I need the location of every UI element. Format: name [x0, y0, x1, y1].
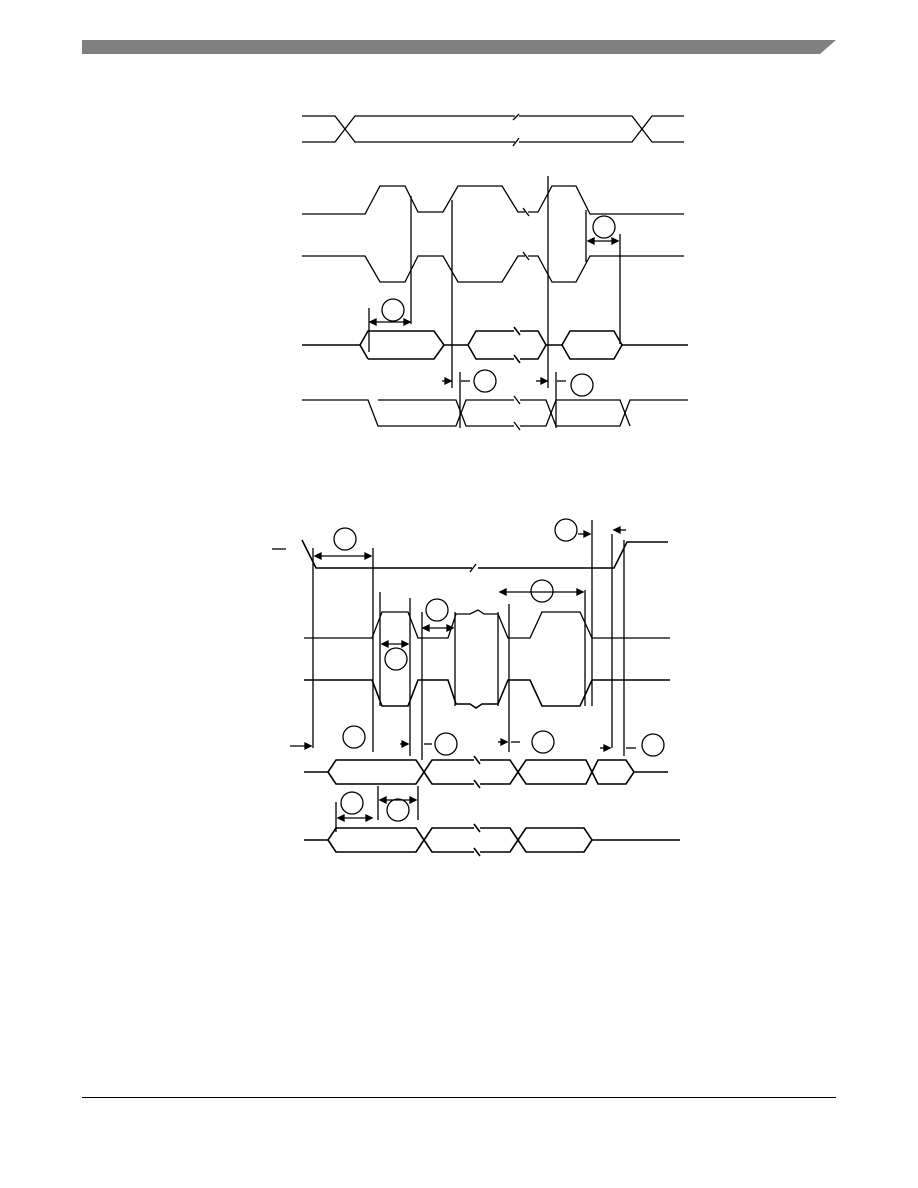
marker-circle	[554, 518, 578, 542]
strobe-negative-signal	[302, 251, 684, 283]
timing-markers	[333, 518, 665, 822]
strobe-positive-signal	[302, 185, 684, 217]
marker-circle	[342, 725, 366, 749]
timing-markers	[381, 215, 616, 397]
marker-circle	[434, 732, 458, 756]
marker-circle	[570, 373, 594, 397]
marker-circle	[384, 647, 408, 671]
footer-rule	[82, 1097, 836, 1098]
timing-arrows	[290, 525, 636, 823]
marker-circle	[333, 527, 357, 551]
marker-circle	[592, 215, 616, 239]
reference-lines	[312, 520, 625, 832]
data-bus-a-signal	[302, 326, 688, 364]
data-bus-b-signal	[304, 823, 680, 857]
marker-circle	[530, 579, 554, 603]
timing-arrows	[368, 236, 620, 386]
header-bar	[82, 40, 836, 54]
timing-diagram-1	[302, 113, 688, 431]
reference-lines	[368, 176, 621, 428]
clock-pair-signal	[302, 113, 684, 147]
marker-circle	[425, 598, 449, 622]
marker-circle	[531, 730, 555, 754]
marker-circle	[340, 791, 364, 815]
marker-circle	[381, 298, 405, 322]
marker-circle	[641, 733, 665, 757]
data-bus-a-signal	[304, 755, 668, 789]
strobe-positive-signal	[304, 609, 670, 639]
marker-circle	[473, 369, 497, 393]
strobe-negative-signal	[304, 679, 670, 709]
data-bus-b-signal	[302, 395, 688, 431]
marker-circle	[386, 798, 410, 822]
select-line-signal	[272, 539, 668, 573]
